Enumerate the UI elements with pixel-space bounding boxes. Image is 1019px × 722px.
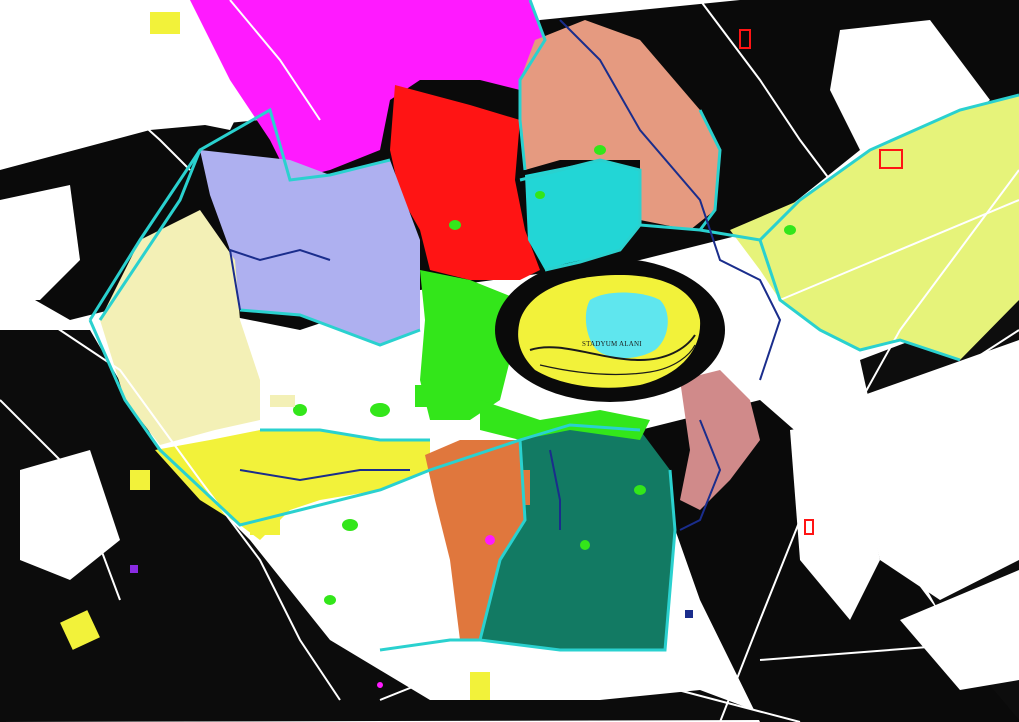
cyan-boundaries <box>88 0 1019 652</box>
blue-boundaries <box>228 19 782 531</box>
central-area: STADYUM ALANI <box>495 258 725 402</box>
oval-track <box>529 334 696 362</box>
oval-inner-ring <box>539 344 696 376</box>
center-label: STADYUM ALANI <box>582 340 642 348</box>
cyan-district[interactable] <box>525 160 640 270</box>
yellow-green-district[interactable] <box>730 95 1019 360</box>
highlighted-parcels <box>60 12 903 700</box>
red-district[interactable] <box>390 85 540 280</box>
districts <box>100 0 1019 650</box>
orange-district[interactable] <box>425 440 525 640</box>
cream-district[interactable] <box>100 210 260 445</box>
magenta-district[interactable] <box>190 0 545 180</box>
lavender-district[interactable] <box>200 150 420 345</box>
pond[interactable] <box>585 292 668 359</box>
pink-district[interactable] <box>680 370 760 510</box>
salmon-district[interactable] <box>520 20 720 230</box>
